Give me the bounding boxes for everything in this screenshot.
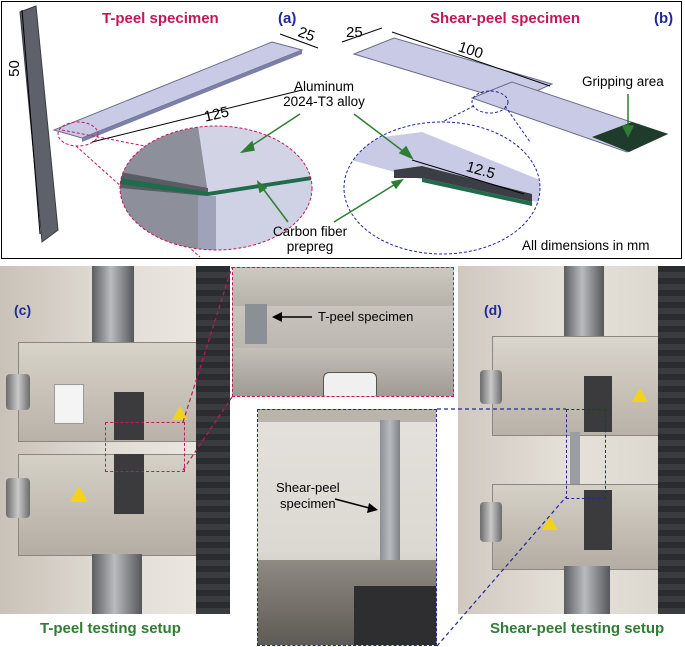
inset-upper-plate: [233, 268, 453, 306]
caption-tpeel-setup: T-peel testing setup: [40, 620, 181, 637]
shear-upper-grip: [492, 336, 670, 436]
shear-specimen-machine: [570, 432, 580, 492]
machine-frame-right: [196, 266, 230, 614]
upper-grip-jaw: [114, 392, 144, 440]
shear-lower-jaw: [354, 586, 436, 645]
dimensions-note: All dimensions in mm: [522, 238, 650, 253]
shear-title: Shear-peel specimen: [430, 10, 581, 27]
info-label: [54, 384, 84, 424]
inset-tpeel-label: T-peel specimen: [318, 309, 414, 324]
panel-label-c: (c): [14, 302, 32, 318]
shear-warning-lower: [542, 516, 558, 530]
lower-column: [92, 554, 142, 614]
dim-100-line: [391, 31, 551, 87]
caption-shear-setup: Shear-peel testing setup: [490, 620, 665, 637]
upper-column: [92, 266, 134, 344]
shear-upper-column: [564, 266, 604, 336]
tpeel-zoom-source: [57, 121, 99, 147]
dim-25-right-line: [341, 27, 383, 43]
inset-specimen-strip: [245, 304, 267, 344]
diagram-svg: [19, 5, 669, 258]
inset-shear-label: Shear-peel specimen: [276, 480, 340, 511]
tpeel-zoom-line-bottom: [75, 145, 201, 258]
aluminum-label: Aluminum 2024-T3 alloy: [283, 79, 365, 109]
upper-knob: [6, 374, 30, 410]
inset-tpeel-closeup: [232, 267, 454, 397]
shear-warning-upper: [632, 388, 648, 402]
shear-machine-frame: [658, 266, 685, 614]
shear-upper-knob: [480, 370, 502, 404]
shear-inset-arrow: [334, 498, 378, 513]
panel-label-a: (a): [278, 10, 297, 27]
panel-label-d: (d): [484, 302, 502, 318]
inset-logo-plate: [323, 372, 377, 396]
gripping-area-label: Gripping area: [582, 74, 664, 89]
warning-sticker-lower: [70, 486, 88, 502]
tpeel-title: T-peel specimen: [102, 10, 219, 27]
shear-upper-jaw: [584, 376, 612, 432]
dim-50-line: [21, 9, 41, 235]
dim-25-left-line: [279, 33, 319, 49]
inset-shear-closeup: [257, 409, 437, 646]
green-arrows: [239, 94, 635, 223]
tpeel-zoom-box: [105, 422, 185, 472]
panel-label-b: (b): [654, 10, 674, 27]
dim-12-5-line: [411, 159, 525, 195]
tpeel-inset-arrow: [272, 312, 312, 322]
dim-125-line: [91, 89, 303, 143]
photo-shear-setup: [458, 266, 685, 614]
tpeel-strip-edge: [82, 50, 302, 142]
dim-25-right-label: 25: [346, 24, 363, 41]
shear-lower-column: [564, 566, 610, 614]
diagram-panel: T-peel specimen (a) Shear-peel specimen …: [1, 1, 682, 259]
shear-lower-jaw: [584, 490, 612, 550]
carbon-fiber-label: Carbon fiber prepreg: [272, 224, 348, 254]
shear-zoom-view: [344, 122, 540, 254]
shear-zoom-line-right: [504, 105, 531, 143]
shear-zoom-box: [566, 409, 606, 499]
shear-zoom-source: [471, 90, 509, 114]
shear-lower-knob: [480, 502, 502, 542]
gripping-area: [592, 122, 668, 152]
lower-knob: [6, 478, 30, 518]
shear-upper-plate: [258, 410, 436, 422]
lower-grip-jaw: [114, 454, 144, 514]
warning-sticker: [172, 406, 188, 420]
